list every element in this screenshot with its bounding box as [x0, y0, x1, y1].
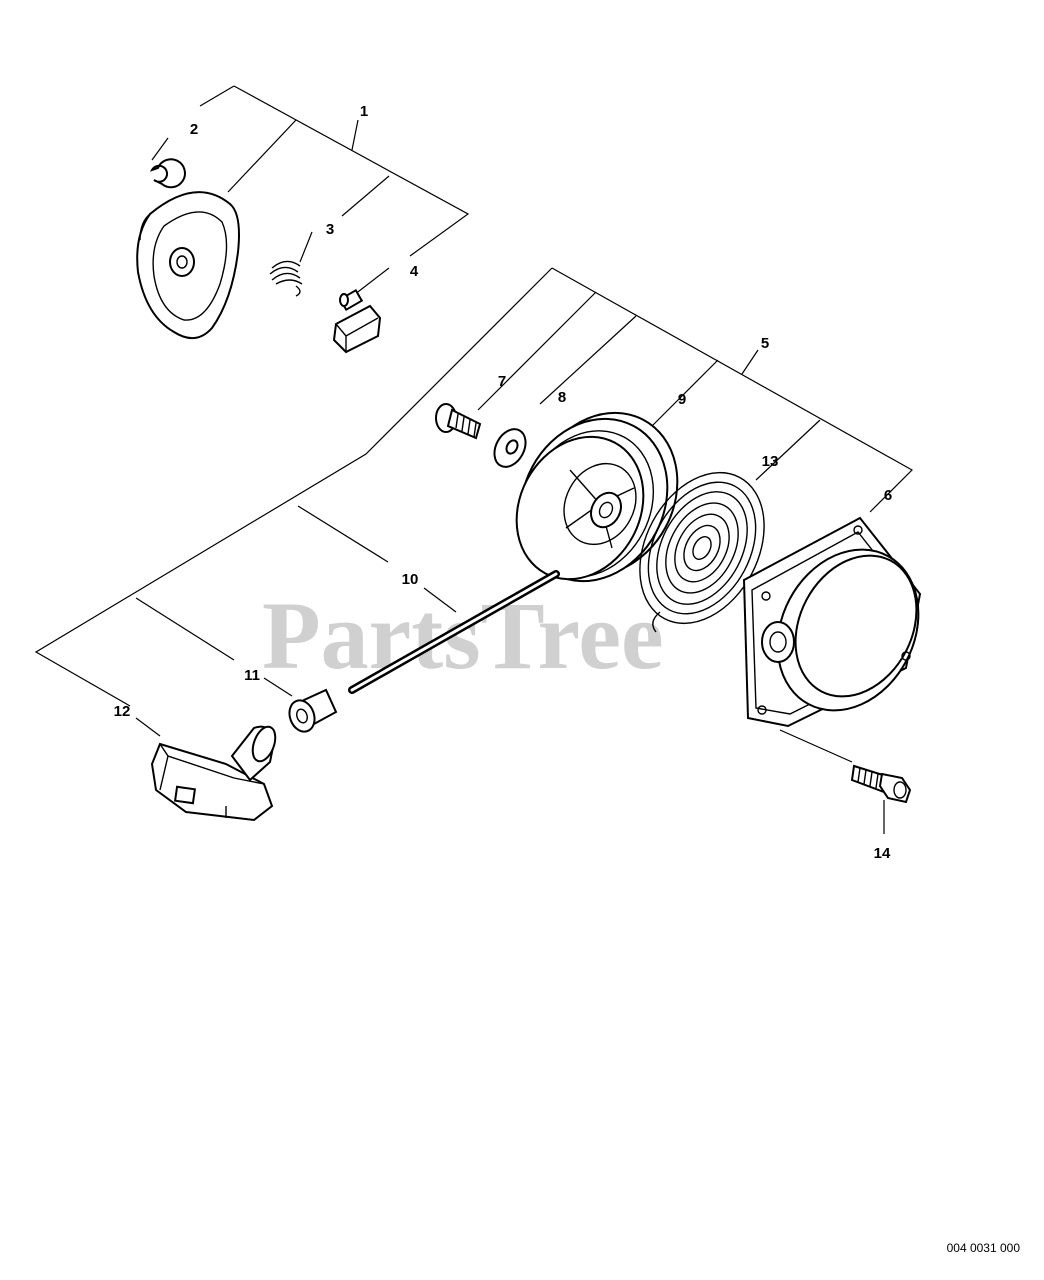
callout-12: 12 [114, 703, 131, 720]
callout-9: 9 [678, 391, 686, 408]
bolt-part [850, 764, 912, 804]
group-5-bracket [34, 267, 913, 834]
watermark-text: PartsTree [262, 582, 664, 689]
screw-part [435, 403, 482, 440]
starter-case-part [742, 516, 922, 728]
group-1-bracket [151, 85, 470, 299]
ratchet-cover-part [136, 191, 240, 339]
diagram-code: 004 0031 000 [947, 1241, 1021, 1255]
starter-rope-part [348, 570, 560, 694]
callout-11: 11 [244, 667, 260, 684]
recoil-spring-part [639, 471, 765, 633]
reel-part [515, 411, 679, 583]
callout-4: 4 [410, 263, 419, 280]
callout-7: 7 [498, 373, 506, 390]
callout-2: 2 [190, 121, 198, 138]
callout-13: 13 [762, 453, 779, 470]
washer-part [493, 428, 527, 468]
handle-part [150, 725, 277, 822]
callout-5: 5 [761, 335, 769, 352]
callout-8: 8 [558, 389, 566, 406]
callout-6: 6 [884, 487, 892, 504]
bushing-part [288, 688, 338, 733]
callout-3: 3 [326, 221, 334, 238]
e-clip-part [149, 158, 186, 189]
callout-10: 10 [402, 571, 419, 588]
callout-14: 14 [874, 845, 891, 862]
pawl-part [332, 288, 382, 354]
callout-1: 1 [360, 103, 368, 120]
small-spring-part [269, 260, 303, 297]
